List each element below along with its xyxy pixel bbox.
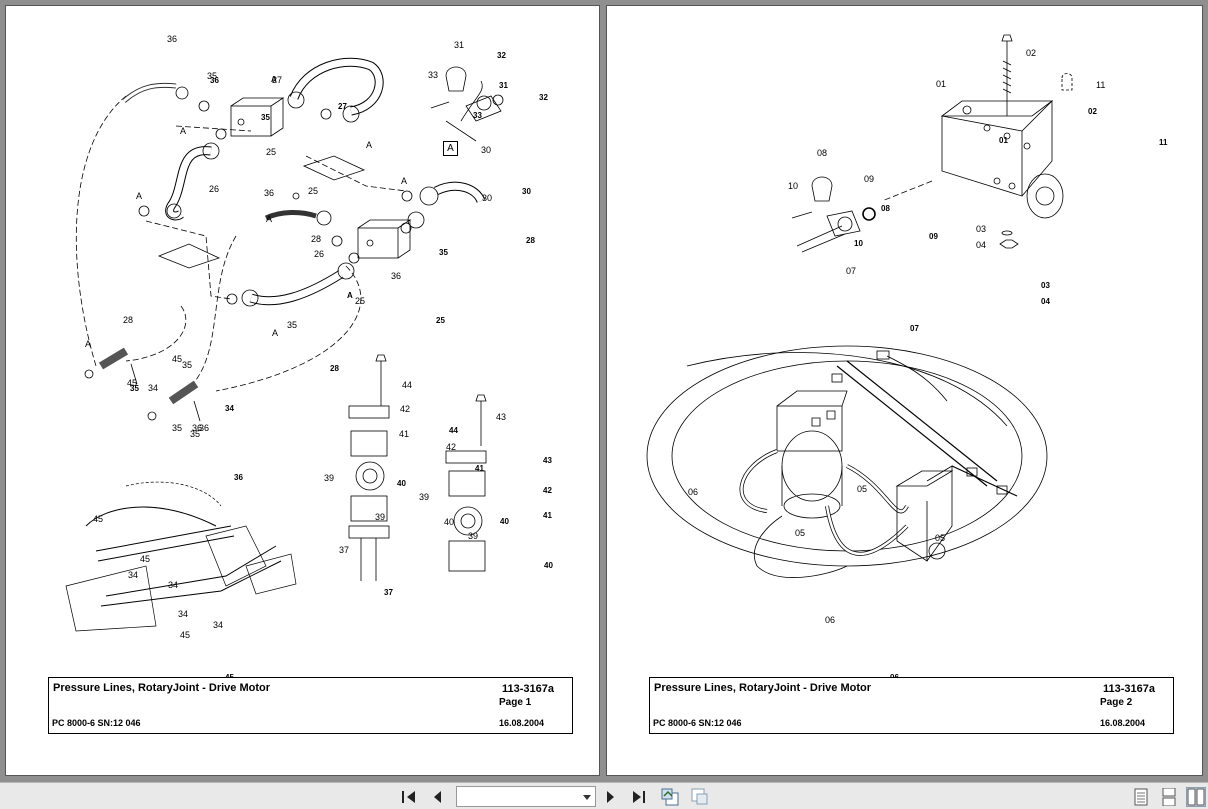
page-label: Page 1: [499, 697, 532, 708]
page-label: Page 2: [1100, 697, 1133, 708]
next-page-button[interactable]: [601, 787, 621, 807]
facing-pages-view-button[interactable]: [1186, 787, 1206, 807]
first-page-icon: [402, 791, 415, 803]
index-number: 04: [1041, 297, 1050, 306]
index-number: 01: [999, 136, 1008, 145]
go-forward-view-icon: [691, 788, 708, 805]
go-forward-view-button[interactable]: [690, 787, 710, 807]
chevron-down-icon: [583, 795, 591, 800]
go-back-view-icon: [661, 788, 679, 806]
index-number: 25: [436, 316, 445, 325]
index-number: 36: [234, 473, 243, 482]
facing-pages-icon: [1187, 788, 1205, 806]
index-number: 43: [543, 456, 552, 465]
drawing-date: 16.08.2004: [1100, 718, 1146, 728]
drawing-number: 113-3167a: [1103, 683, 1155, 695]
index-number: 44: [449, 426, 458, 435]
index-number: 28: [330, 364, 339, 373]
single-page-icon: [1134, 788, 1148, 806]
first-page-button[interactable]: [399, 787, 419, 807]
previous-page-button[interactable]: [427, 787, 447, 807]
index-number: 07: [910, 324, 919, 333]
index-number: 08: [881, 204, 890, 213]
continuous-page-view-button[interactable]: [1159, 787, 1179, 807]
continuous-page-icon: [1162, 788, 1176, 806]
drawing-title: Pressure Lines, RotaryJoint - Drive Moto…: [53, 682, 270, 694]
index-number: 42: [543, 486, 552, 495]
index-number: 34: [225, 404, 234, 413]
drawing-date: 16.08.2004: [499, 718, 545, 728]
index-number: 03: [1041, 281, 1050, 290]
parts-diagram-page-2: [646, 34, 1073, 578]
last-page-button[interactable]: [629, 787, 649, 807]
index-number: 09: [929, 232, 938, 241]
index-number: 41: [543, 511, 552, 520]
single-page-view-button[interactable]: [1131, 787, 1151, 807]
index-number: 40: [544, 561, 553, 570]
index-number: 37: [384, 588, 393, 597]
parts-diagram-page-1: [65, 57, 504, 632]
index-number: 32: [539, 93, 548, 102]
last-page-icon: [633, 791, 645, 803]
machine-model: PC 8000-6 SN:12 046: [52, 718, 141, 728]
title-block-page-1: Pressure Lines, RotaryJoint - Drive Moto…: [48, 677, 573, 734]
machine-model: PC 8000-6 SN:12 046: [653, 718, 742, 728]
next-page-icon: [607, 791, 614, 803]
index-number: 10: [854, 239, 863, 248]
drawing-title: Pressure Lines, RotaryJoint - Drive Moto…: [654, 682, 871, 694]
navigation-toolbar: [0, 782, 1208, 809]
drawing-number: 113-3167a: [502, 683, 554, 695]
index-number: 11: [1159, 138, 1168, 147]
previous-page-icon: [434, 791, 441, 803]
page-number-select[interactable]: [456, 786, 596, 807]
section-callout-box: A: [443, 141, 458, 156]
go-back-view-button[interactable]: [660, 787, 680, 807]
index-number: 30: [522, 187, 531, 196]
title-block-page-2: Pressure Lines, RotaryJoint - Drive Moto…: [649, 677, 1174, 734]
index-number: 02: [1088, 107, 1097, 116]
index-number: 28: [526, 236, 535, 245]
